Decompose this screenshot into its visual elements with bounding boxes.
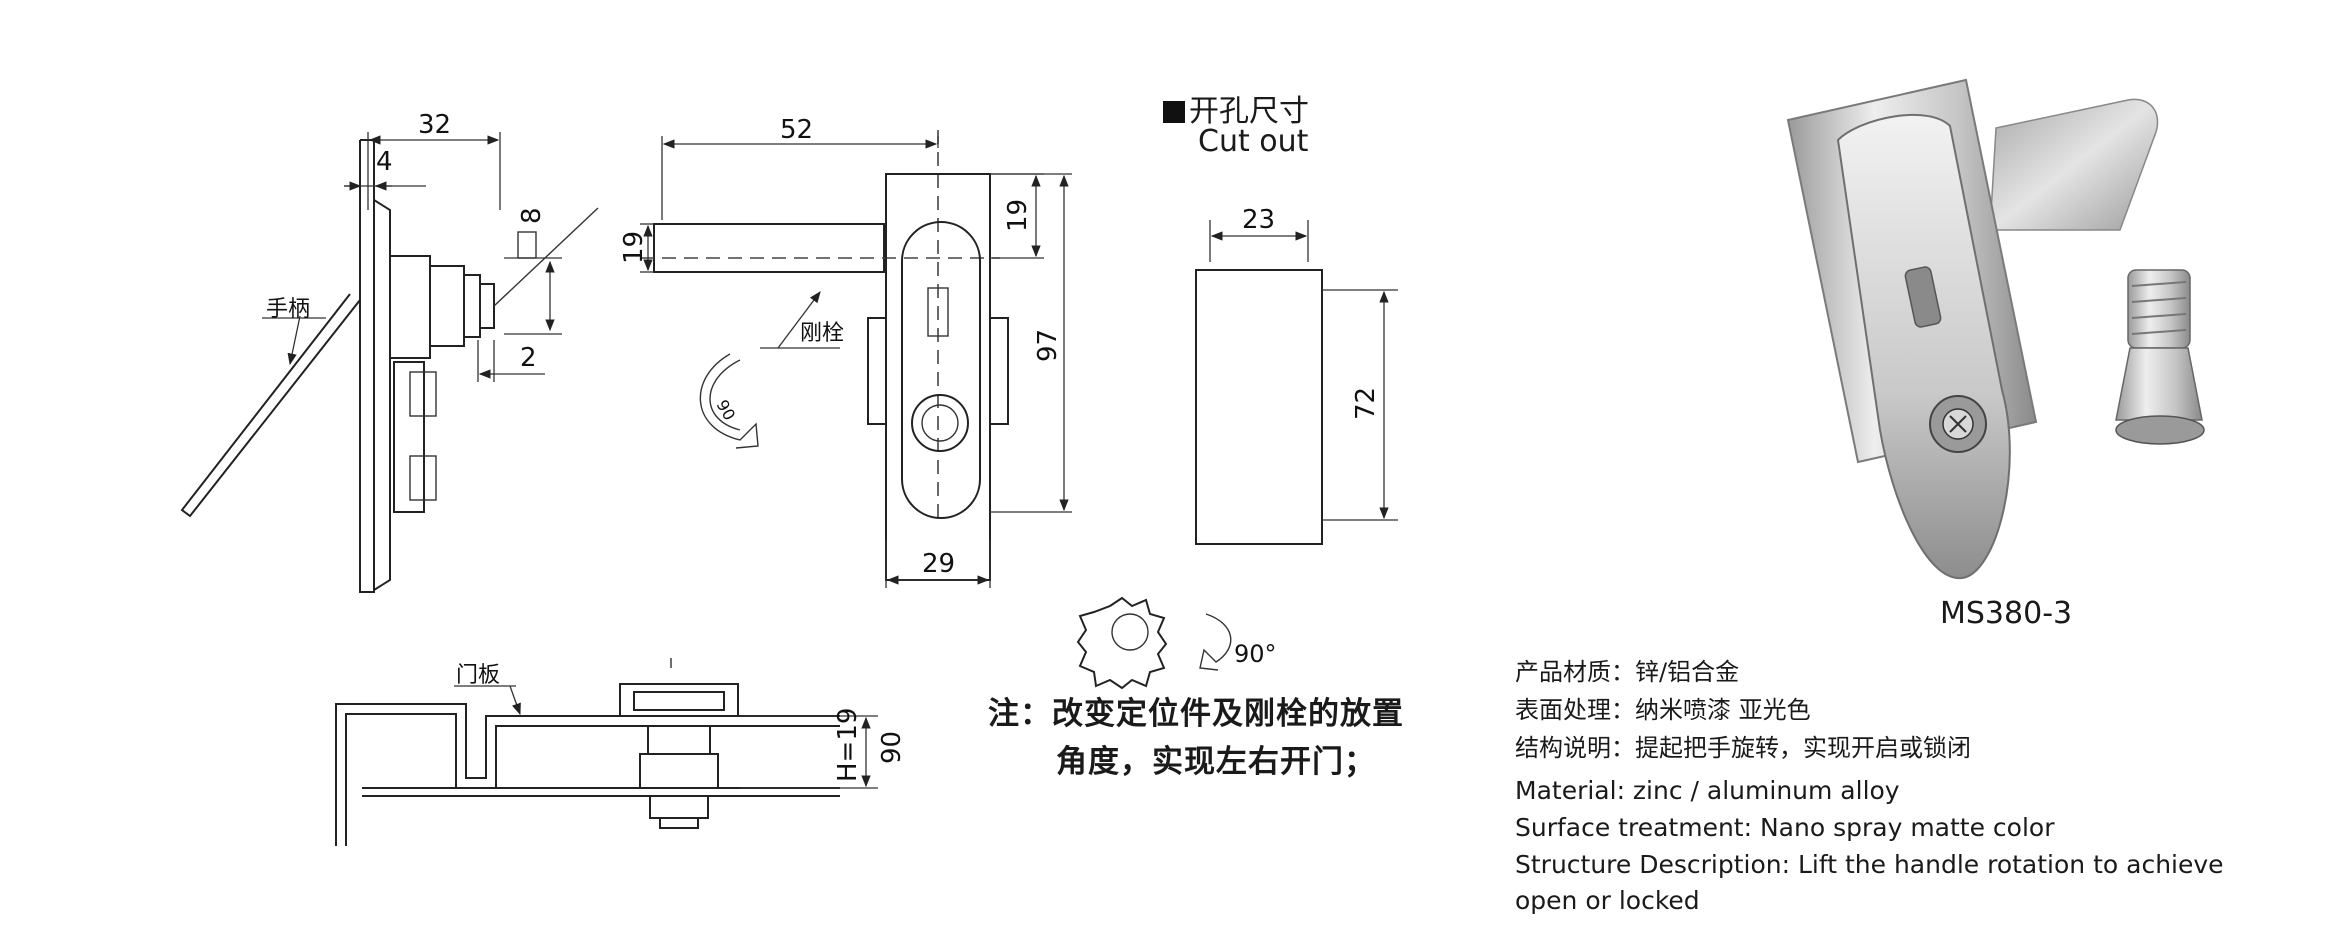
dim-front-top: 19 xyxy=(1003,199,1033,232)
dim-bottom-total: 90 xyxy=(877,731,907,764)
note-line-2: 角度，实现左右开门； xyxy=(1056,744,1376,780)
label-door-panel: 门板 xyxy=(456,663,500,688)
cutout-title-cn: 开孔尺寸 xyxy=(1163,86,1309,130)
side-view-dimensions: 32 4 8 2 手柄 xyxy=(262,110,562,382)
spec-cn-structure: 结构说明：提起把手旋转，实现开启或锁闭 xyxy=(1515,734,1971,762)
dim-side-width: 32 xyxy=(418,110,451,140)
spec-en-surface: Surface treatment: Nano spray matte colo… xyxy=(1515,813,2055,842)
rotation-icon: 90° xyxy=(1076,596,1277,690)
note-line-1: 注：改变定位件及刚栓的放置 xyxy=(988,696,1404,732)
label-handle: 手柄 xyxy=(266,297,310,322)
bottom-section-view: 门板 H=19 90 xyxy=(335,658,907,846)
dim-cut-height: 72 xyxy=(1351,387,1381,420)
dim-cut-width: 23 xyxy=(1242,205,1275,235)
label-bolt: 刚栓 xyxy=(800,321,844,346)
cutout-title-cn-text: 开孔尺寸 xyxy=(1189,94,1309,129)
cutout-title-en: Cut out xyxy=(1198,124,1309,159)
spec-cn-material: 产品材质：锌/铝合金 xyxy=(1515,658,1740,686)
square-bullet-icon xyxy=(1163,101,1185,123)
front-view-dimensions: 52 19 19 97 29 刚栓 90 xyxy=(619,115,1072,588)
dim-front-bar: 19 xyxy=(619,231,649,264)
cutout-view: 23 72 xyxy=(1195,205,1398,545)
product-photo xyxy=(1786,78,2205,580)
dim-front-width: 29 xyxy=(922,549,955,579)
label-rotate-small: 90 xyxy=(713,397,740,424)
spec-cn-surface: 表面处理：纳米喷漆 亚光色 xyxy=(1515,696,1811,724)
dim-side-gap: 2 xyxy=(520,343,537,373)
dim-front-length: 52 xyxy=(780,115,813,145)
spec-en-structure-cont: open or locked xyxy=(1515,886,1700,915)
dim-bottom-h: H=19 xyxy=(833,708,863,782)
spec-en-material: Material: zinc / aluminum alloy xyxy=(1515,776,1900,805)
front-view xyxy=(640,130,1009,581)
label-rotate: 90° xyxy=(1234,640,1277,668)
side-view xyxy=(180,139,599,593)
dim-side-offset: 4 xyxy=(376,147,393,177)
dim-front-height: 97 xyxy=(1033,329,1063,362)
product-model: MS380-3 xyxy=(1940,596,2073,631)
dim-side-small: 8 xyxy=(517,207,547,224)
spec-en-structure: Structure Description: Lift the handle r… xyxy=(1515,850,2224,879)
